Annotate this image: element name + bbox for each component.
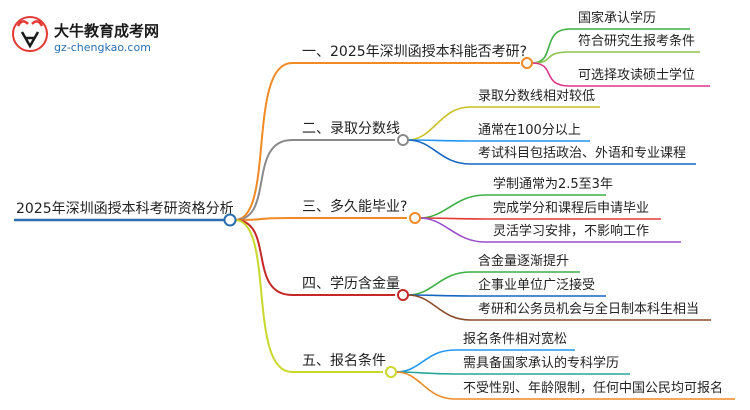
- leaf-label: 完成学分和课程后申请毕业: [493, 200, 649, 216]
- leaf-connector: [395, 371, 456, 400]
- branch-label: 一、2025年深圳函授本科能否考研?: [302, 44, 527, 60]
- leaf-label: 通常在100分以上: [478, 123, 581, 138]
- leaf-topic: 国家承认学历: [570, 10, 690, 30]
- leaf-connector: [395, 349, 456, 373]
- leaf-topic: 通常在100分以上: [470, 123, 590, 142]
- leaf-label: 国家承认学历: [578, 10, 656, 26]
- logo-url: gz-chengkao.com: [54, 41, 151, 54]
- leaf-connector: [407, 139, 471, 165]
- branch-label: 二、录取分数线: [302, 121, 400, 137]
- leaf-label: 录取分数线相对较低: [478, 89, 595, 104]
- leaf-topic: 不受性别、年龄限制，任何中国公民均可报名: [455, 380, 735, 400]
- branch-node-dot: [397, 134, 409, 146]
- leaf-topic: 需具备国家承认的专科学历: [455, 355, 630, 375]
- logo-title: 大牛教育成考网: [54, 22, 159, 40]
- branch-topic: 一、2025年深圳函授本科能否考研?: [292, 44, 533, 69]
- leaf-topic: 考试科目包括政治、外语和专业课程: [470, 146, 696, 165]
- leaf-topic: 报名条件相对宽松: [455, 331, 575, 351]
- leaf-topic: 企事业单位广泛接受: [470, 277, 606, 297]
- leaf-label: 企事业单位广泛接受: [478, 277, 595, 293]
- leaf-topic: 考研和公务员机会与全日制本科生相当: [470, 301, 711, 321]
- leaf-label: 可选择攻读硕士学位: [578, 67, 695, 83]
- root-node-dot: [223, 213, 237, 227]
- leaf-connector: [419, 194, 486, 219]
- leaf-connector: [531, 62, 571, 87]
- branch-label: 四、学历含金量: [302, 276, 400, 292]
- leaf-connector: [419, 217, 486, 243]
- connector-lines: [234, 28, 571, 400]
- branch-connector: [234, 62, 293, 221]
- branch-topic: 四、学历含金量: [292, 276, 409, 301]
- branch-topic: 三、多久能毕业?: [292, 198, 421, 224]
- leaf-connector: [407, 271, 471, 296]
- ox-head-icon: [12, 16, 48, 52]
- leaf-connector: [531, 28, 571, 64]
- leaf-label: 考试科目包括政治、外语和专业课程: [478, 146, 686, 161]
- branch-connector: [234, 139, 293, 221]
- branch-node-dot: [409, 212, 421, 224]
- branch-node-dot: [385, 366, 397, 378]
- leaf-label: 报名条件相对宽松: [463, 331, 567, 347]
- branch-label: 三、多久能毕业?: [302, 198, 407, 215]
- leaf-label: 不受性别、年龄限制，任何中国公民均可报名: [463, 380, 723, 396]
- branch-connector: [234, 219, 293, 296]
- leaf-topic: 学制通常为2.5至3年: [485, 176, 613, 196]
- leaf-connector: [531, 51, 571, 64]
- branch-connector: [234, 217, 293, 221]
- topic-nodes: 2025年深圳函授本科考研资格分析 一、2025年深圳函授本科能否考研? 国家承认学…: [14, 10, 735, 400]
- leaf-label: 学制通常为2.5至3年: [493, 176, 613, 192]
- branch-connector: [234, 219, 293, 373]
- leaf-topic: 符合研究生报考条件: [570, 33, 700, 53]
- branch-topic: 五、报名条件: [292, 352, 397, 378]
- leaf-topic: 含金量逐渐提升: [470, 253, 580, 273]
- leaf-label: 含金量逐渐提升: [478, 253, 569, 269]
- leaf-topic: 灵活学习安排，不影响工作: [485, 223, 681, 243]
- branch-topic: 二、录取分数线: [292, 121, 409, 146]
- leaf-label: 考研和公务员机会与全日制本科生相当: [478, 301, 699, 317]
- root-label: 2025年深圳函授本科考研资格分析: [16, 201, 234, 217]
- leaf-topic: 完成学分和课程后申请毕业: [485, 200, 661, 220]
- leaf-topic: 录取分数线相对较低: [470, 89, 600, 108]
- branch-node-dot: [397, 289, 409, 301]
- root-topic: 2025年深圳函授本科考研资格分析: [14, 201, 237, 227]
- leaf-label: 灵活学习安排，不影响工作: [493, 223, 649, 239]
- leaf-label: 需具备国家承认的专科学历: [463, 355, 619, 371]
- leaf-label: 符合研究生报考条件: [578, 33, 695, 49]
- branch-node-dot: [521, 57, 533, 69]
- site-logo: 大牛教育成考网 gz-chengkao.com: [12, 16, 159, 54]
- leaf-connector: [407, 294, 471, 321]
- leaf-topic: 可选择攻读硕士学位: [570, 67, 710, 87]
- leaf-connector: [407, 106, 471, 141]
- branch-label: 五、报名条件: [302, 352, 386, 369]
